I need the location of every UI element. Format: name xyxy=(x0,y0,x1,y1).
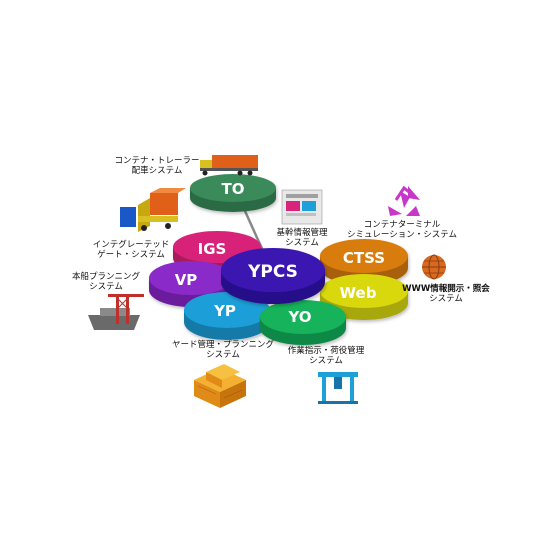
disc-to-label: TO xyxy=(222,180,245,198)
to-caption: コンテナ・トレーラー 配車システム xyxy=(104,156,210,176)
recycle-icon xyxy=(388,185,420,216)
igs-caption-line-1: インテグレーテッド xyxy=(92,240,170,250)
disc-vp-label: VP xyxy=(175,271,198,289)
container-stack-icon xyxy=(194,364,246,408)
ctss-caption-line-2: シミュレーション・システム xyxy=(347,230,457,240)
ctss-caption: コンテナターミナル シミュレーション・システム xyxy=(340,220,464,240)
ship-crane-icon xyxy=(88,294,144,330)
disc-ctss-label: CTSS xyxy=(343,249,385,267)
web-caption-line-1: WWW情報開示・照会 xyxy=(402,284,490,294)
gantry-crane-icon xyxy=(318,372,358,404)
to-caption-line-2: 配車システム xyxy=(131,166,183,176)
igs-caption: インテグレーテッド ゲート・システム xyxy=(86,240,176,260)
disc-web-label: Web xyxy=(340,284,377,302)
yo-caption-line-1: 作業指示・荷役管理 xyxy=(287,346,365,356)
master-caption-line-1: 基幹情報管理 xyxy=(276,228,328,238)
yp-caption: ヤード管理・プランニング システム xyxy=(160,340,286,360)
disc-yo[interactable]: YO xyxy=(260,300,346,345)
vp-caption: 本船プランニング システム xyxy=(64,272,148,292)
to-caption-line-1: コンテナ・トレーラー xyxy=(114,156,200,166)
truck-icon xyxy=(200,155,258,176)
master-caption: 基幹情報管理 システム xyxy=(262,228,342,248)
disc-yo-label: YO xyxy=(287,308,311,326)
disc-ypcs[interactable]: YPCS xyxy=(221,248,325,304)
yo-caption-line-2: システム xyxy=(309,356,343,366)
yo-caption: 作業指示・荷役管理 システム xyxy=(276,346,376,366)
globe-icon xyxy=(422,254,446,280)
trailer-icon xyxy=(120,188,186,232)
disc-yp-label: YP xyxy=(213,302,236,320)
database-icon xyxy=(281,189,323,225)
yp-caption-line-1: ヤード管理・プランニング xyxy=(171,340,274,350)
web-caption-line-2: システム xyxy=(429,294,463,304)
igs-caption-line-2: ゲート・システム xyxy=(97,250,165,260)
web-caption: WWW情報開示・照会 システム xyxy=(396,284,496,304)
disc-to[interactable]: TO xyxy=(190,174,276,212)
disc-igs-label: IGS xyxy=(198,240,227,258)
disc-ypcs-label: YPCS xyxy=(247,262,298,282)
ctss-caption-line-1: コンテナターミナル xyxy=(363,220,441,230)
master-caption-line-2: システム xyxy=(285,238,319,248)
disc-web[interactable]: Web xyxy=(320,274,408,320)
yp-caption-line-2: システム xyxy=(206,350,240,360)
vp-caption-line-2: システム xyxy=(89,282,123,292)
vp-caption-line-1: 本船プランニング xyxy=(71,272,140,282)
